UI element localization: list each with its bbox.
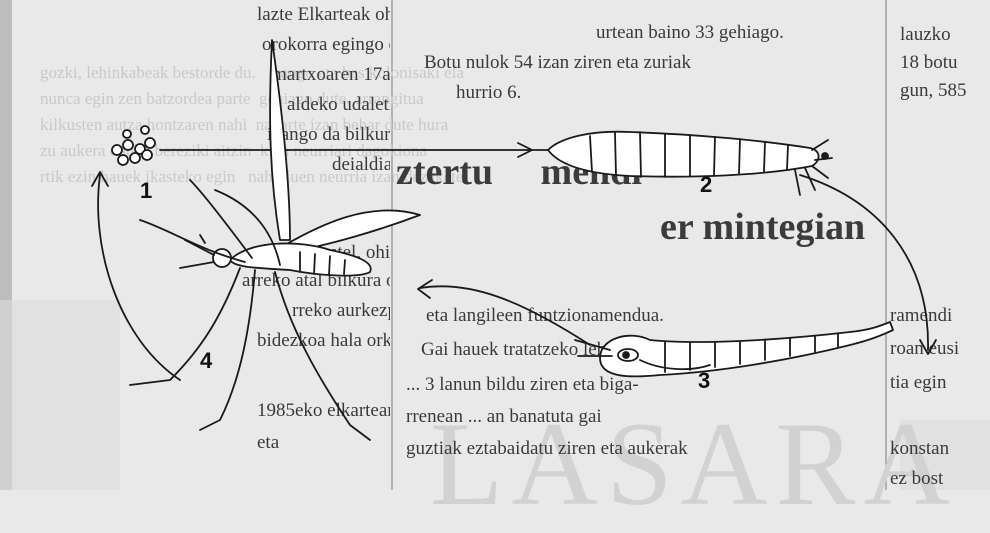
eggs-drawing — [112, 126, 155, 165]
larva-drawing — [532, 132, 832, 195]
arrow-pupa-to-adult — [420, 286, 590, 345]
arrow-larva-to-pupa — [800, 175, 928, 350]
adult-mosquito-drawing — [130, 40, 420, 440]
stage-label-4: 4 — [200, 348, 212, 374]
stage-label-3: 3 — [698, 368, 710, 394]
arrow-adult-to-eggs — [98, 175, 180, 380]
mosquito-life-cycle-illustration — [0, 0, 990, 490]
stage-label-1: 1 — [140, 178, 152, 204]
stage-label-2: 2 — [700, 172, 712, 198]
pupa-drawing — [575, 322, 893, 376]
